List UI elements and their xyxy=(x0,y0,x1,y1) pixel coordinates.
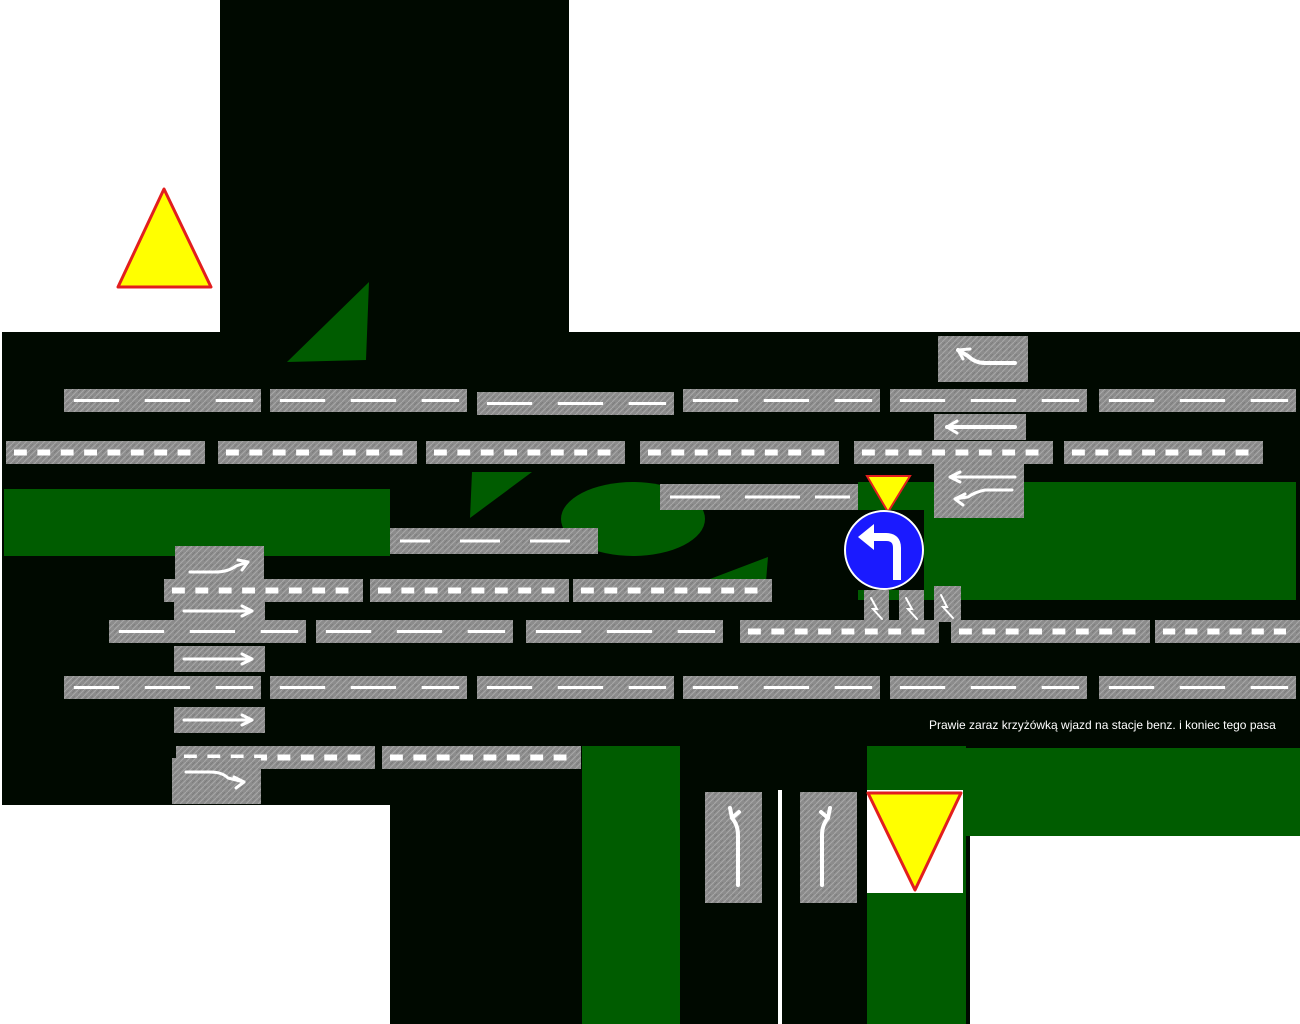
merge-right-arrow-icon xyxy=(175,546,264,580)
lane-marking-strip xyxy=(526,620,723,643)
lane-marking-strip xyxy=(477,392,674,415)
lane-marking-strip xyxy=(316,620,513,643)
lane-marking-strip xyxy=(370,579,569,602)
lane-marking-strip xyxy=(64,676,261,699)
double-left-arrow-icon xyxy=(934,464,1024,518)
lane-marking-strip xyxy=(1099,389,1296,412)
diagonal-strips xyxy=(390,484,858,554)
merge-left-arrow-icon xyxy=(938,336,1028,382)
lane-marking-strip xyxy=(683,676,880,699)
lightning-arrow-tiles xyxy=(864,586,961,622)
give-way-sign-small xyxy=(865,475,912,514)
lane-marking-strip xyxy=(740,620,939,643)
lane-marking-strip xyxy=(6,441,205,464)
lane-marking-strip xyxy=(109,620,306,643)
lane-marking-strip xyxy=(270,389,467,412)
lane-marking-strip xyxy=(573,579,772,602)
lane-marking-strip xyxy=(854,441,1053,464)
turn-left-mandatory-sign xyxy=(844,510,924,590)
lane-marking-strip xyxy=(270,676,467,699)
bend-right-arrow-icon xyxy=(172,758,261,804)
lane-marking-strip xyxy=(164,579,363,602)
lane-marking-strip xyxy=(426,441,625,464)
arrow-tiles xyxy=(172,336,1028,903)
warning-triangle-sign xyxy=(116,187,213,289)
diagram-note: Prawie zaraz krzyżówką wjazd na stacje b… xyxy=(929,718,1276,732)
lane-marking-strip xyxy=(477,676,674,699)
lane-marking-strip xyxy=(1099,676,1296,699)
lane-marking-strip xyxy=(1064,441,1263,464)
straight-arrow-icon xyxy=(800,792,857,903)
lane-marking-strip xyxy=(890,389,1087,412)
lane-marking-strip xyxy=(382,746,581,769)
lane-marking-strip xyxy=(64,389,261,412)
lane-markings xyxy=(6,389,1300,769)
lane-marking-strip xyxy=(890,676,1087,699)
lane-marking-strip xyxy=(640,441,839,464)
lane-divider-line xyxy=(778,790,782,1024)
lane-marking-strip xyxy=(1155,620,1300,643)
right-arrow-icon xyxy=(174,707,265,733)
right-arrow-icon xyxy=(174,600,265,624)
give-way-sign xyxy=(866,790,963,893)
lane-marking-strip xyxy=(218,441,417,464)
lane-marking-strip xyxy=(683,389,880,412)
lane-marking-strip xyxy=(951,620,1150,643)
straight-arrow-icon xyxy=(705,792,762,903)
left-arrow-icon xyxy=(934,414,1026,440)
right-arrow-icon xyxy=(174,646,265,672)
